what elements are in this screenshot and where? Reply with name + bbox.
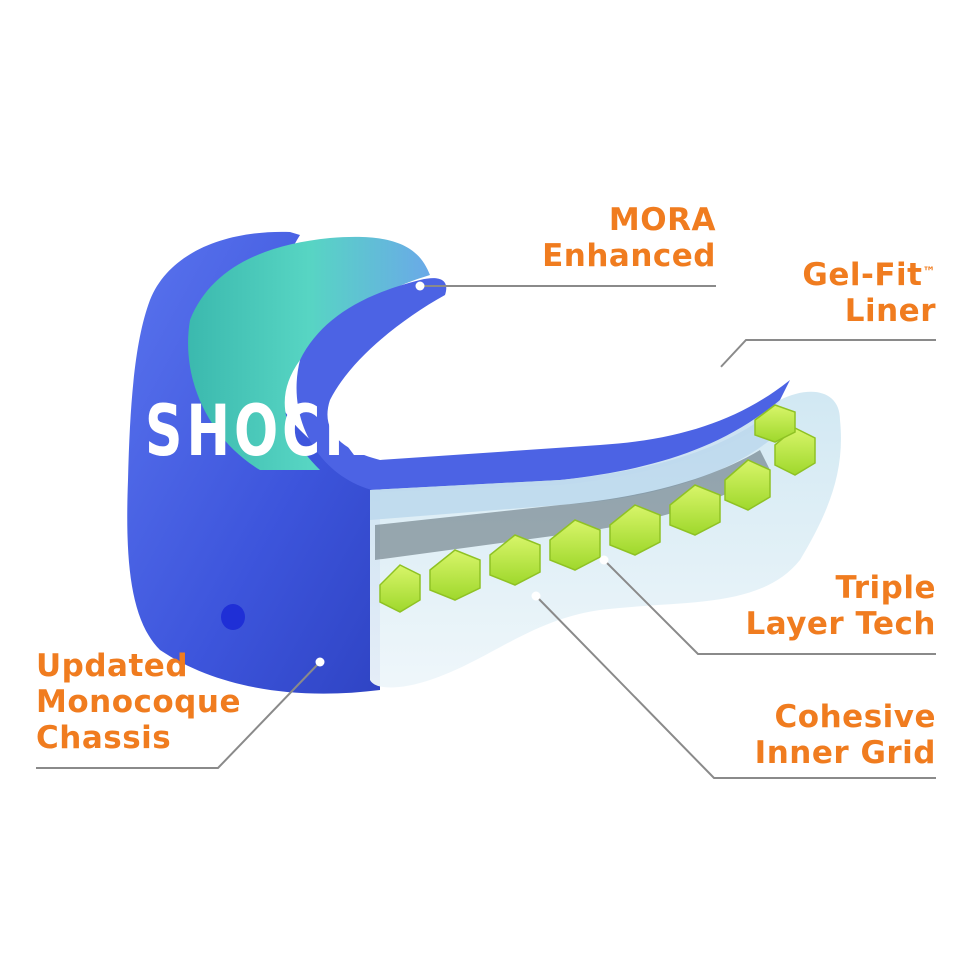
callout-mora-line1: MORA <box>608 202 716 238</box>
callout-triple-line2: Layer Tech <box>745 606 936 642</box>
callout-gel-fit-line1: Gel-Fit™ <box>802 257 936 293</box>
brand-text: SHOCK <box>145 390 369 472</box>
callout-chassis: Updated Monocoque Chassis <box>36 648 241 756</box>
breathing-hole <box>221 604 245 630</box>
leader-lines <box>36 285 936 779</box>
leader-chassis <box>36 661 321 769</box>
callout-mora-line2: Enhanced <box>542 238 716 274</box>
trademark-symbol: ™ <box>922 265 936 280</box>
callout-triple-line1: Triple <box>835 570 936 606</box>
callout-inner-grid: Cohesive Inner Grid <box>755 699 936 771</box>
inner-channel <box>188 236 430 470</box>
clear-top-strip <box>370 420 770 520</box>
leader-triple <box>603 559 936 655</box>
cavity-band <box>375 450 770 560</box>
leader-dots <box>315 281 723 667</box>
leader-gel-fit <box>717 339 936 371</box>
callout-gel-fit-name: Gel-Fit <box>802 257 923 293</box>
rear-arm <box>296 278 790 492</box>
gel-cells <box>379 404 816 613</box>
callout-chassis-line3: Chassis <box>36 720 172 756</box>
leader-grid <box>535 595 936 779</box>
callout-mora: MORA Enhanced <box>542 202 716 274</box>
callout-gel-fit-line2: Liner <box>844 293 936 329</box>
callout-triple-layer: Triple Layer Tech <box>745 570 936 642</box>
callout-chassis-line1: Updated <box>36 648 189 684</box>
callout-grid-line2: Inner Grid <box>754 735 936 771</box>
callout-chassis-line2: Monocoque <box>36 684 241 720</box>
callout-grid-line1: Cohesive <box>774 699 936 735</box>
callout-gel-fit: Gel-Fit™ Liner <box>802 257 936 329</box>
